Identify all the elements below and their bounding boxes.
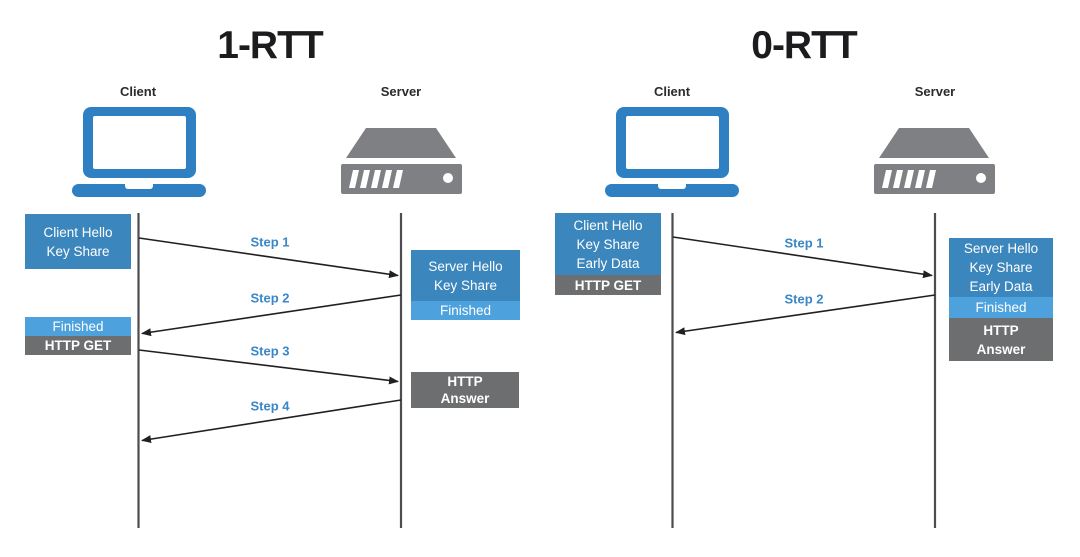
- client-hello-segment: Client Hello Key Share: [25, 214, 131, 269]
- arrow-step3-1rtt: [138, 349, 399, 385]
- message-line: Client Hello: [43, 224, 113, 240]
- message-line: Key Share: [46, 243, 110, 259]
- step2-label-1rtt: Step 2: [250, 290, 290, 306]
- message-line: Early Data: [969, 279, 1033, 294]
- message-line: Early Data: [576, 255, 640, 271]
- finished-segment: Finished: [411, 301, 520, 320]
- http-answer-segment: HTTP Answer: [411, 372, 519, 408]
- server-hello-segment: Server Hello Key Share Early Data: [949, 238, 1053, 297]
- message-line: Answer: [976, 341, 1026, 357]
- client-label-0rtt: Client: [653, 84, 691, 99]
- client-hello-segment: Client Hello Key Share Early Data: [555, 213, 661, 275]
- client-hello-box-0rtt: Client Hello Key Share Early Data HTTP G…: [555, 213, 661, 295]
- http-answer-box-1rtt: HTTP Answer: [411, 372, 519, 408]
- laptop-icon-1rtt: [72, 107, 206, 197]
- finished-segment: Finished: [949, 297, 1053, 318]
- server-label-1rtt: Server: [380, 84, 422, 99]
- finished-segment: Finished: [25, 317, 131, 336]
- step1-label-0rtt: Step 1: [784, 235, 824, 251]
- server-icon-0rtt: [874, 128, 995, 194]
- client-finished-box-1rtt: Finished HTTP GET: [25, 317, 131, 355]
- panel-title-0rtt: 0-RTT: [751, 24, 857, 67]
- message-line: Answer: [440, 391, 490, 406]
- step2-label-0rtt: Step 2: [784, 291, 824, 307]
- server-hello-segment: Server Hello Key Share: [411, 250, 520, 301]
- client-label-1rtt: Client: [119, 84, 157, 99]
- arrow-step2-0rtt: [675, 294, 936, 336]
- message-line: Key Share: [433, 277, 498, 293]
- arrow-step2-1rtt: [141, 294, 402, 337]
- http-get-segment: HTTP GET: [25, 336, 131, 355]
- arrow-step4-1rtt: [141, 399, 402, 444]
- message-line: HTTP: [983, 322, 1019, 338]
- message-line: Server Hello: [963, 241, 1039, 256]
- step4-label-1rtt: Step 4: [250, 398, 290, 414]
- panel-title-1rtt: 1-RTT: [217, 24, 323, 67]
- server-icon-1rtt: [341, 128, 462, 194]
- message-line: Client Hello: [573, 217, 643, 233]
- server-hello-box-1rtt: Server Hello Key Share Finished: [411, 250, 520, 320]
- step3-label-1rtt: Step 3: [250, 343, 290, 359]
- server-label-0rtt: Server: [914, 84, 956, 99]
- message-line: Key Share: [576, 236, 640, 252]
- message-line: HTTP: [447, 374, 483, 389]
- http-get-segment: HTTP GET: [555, 275, 661, 295]
- arrow-step1-1rtt: [138, 237, 399, 279]
- message-line: Key Share: [969, 260, 1033, 275]
- server-hello-box-0rtt: Server Hello Key Share Early Data Finish…: [949, 238, 1053, 361]
- client-hello-box-1rtt: Client Hello Key Share: [25, 214, 131, 269]
- step1-label-1rtt: Step 1: [250, 234, 290, 250]
- message-line: Server Hello: [428, 258, 503, 274]
- http-answer-segment: HTTP Answer: [949, 318, 1053, 361]
- laptop-icon-0rtt: [605, 107, 739, 197]
- arrow-step1-0rtt: [672, 236, 933, 279]
